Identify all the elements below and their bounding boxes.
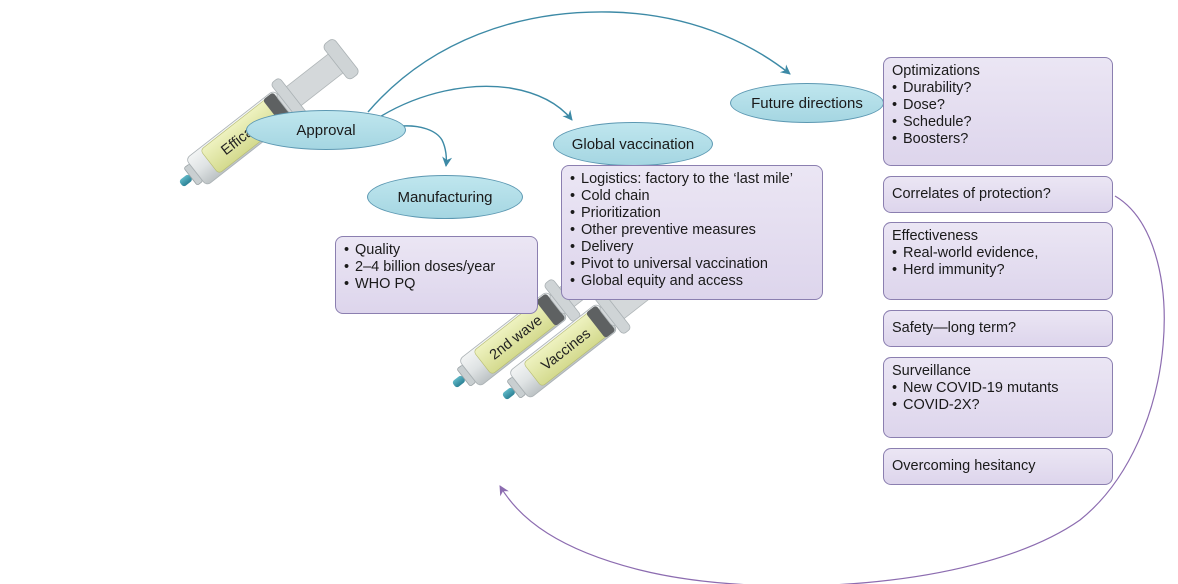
correlates-label: Correlates of protection?: [892, 186, 1051, 202]
list-item: Pivot to universal vaccination: [570, 256, 814, 273]
list-item: WHO PQ: [344, 276, 529, 293]
list-item: Real-world evidence,: [892, 245, 1104, 262]
list-item: Other preventive measures: [570, 222, 814, 239]
surveillance-box: Surveillance New COVID-19 mutants COVID-…: [883, 357, 1113, 438]
correlates-box: Correlates of protection?: [883, 176, 1113, 213]
safety-label: Safety—long term?: [892, 320, 1017, 336]
list-item: Quality: [344, 242, 529, 259]
node-global-vaccination: Global vaccination: [553, 122, 713, 166]
manufacturing-details-box: Quality 2–4 billion doses/year WHO PQ: [335, 236, 538, 314]
hesitancy-box: Overcoming hesitancy: [883, 448, 1113, 485]
list-item: Dose?: [892, 97, 1104, 114]
node-future-directions-label: Future directions: [751, 94, 863, 112]
effectiveness-list: Real-world evidence, Herd immunity?: [892, 245, 1104, 279]
manufacturing-list: Quality 2–4 billion doses/year WHO PQ: [344, 242, 529, 293]
hesitancy-label: Overcoming hesitancy: [892, 458, 1036, 474]
arrow-approval-to-manufacturing: [401, 125, 453, 167]
list-item: Prioritization: [570, 205, 814, 222]
effectiveness-box: Effectiveness Real-world evidence, Herd …: [883, 222, 1113, 300]
list-item: COVID-2X?: [892, 397, 1104, 414]
list-item: New COVID-19 mutants: [892, 380, 1104, 397]
list-item: Boosters?: [892, 131, 1104, 148]
node-manufacturing-label: Manufacturing: [397, 188, 493, 206]
global-vaccination-details-box: Logistics: factory to the ‘last mile’ Co…: [561, 165, 823, 300]
node-approval: Approval: [246, 110, 406, 150]
node-global-vaccination-label: Global vaccination: [571, 135, 695, 153]
list-item: Schedule?: [892, 114, 1104, 131]
list-item: Global equity and access: [570, 273, 814, 290]
global-vaccination-list: Logistics: factory to the ‘last mile’ Co…: [570, 171, 814, 290]
surveillance-title: Surveillance: [892, 363, 971, 379]
node-future-directions: Future directions: [730, 83, 884, 123]
list-item: Herd immunity?: [892, 262, 1104, 279]
optimizations-title: Optimizations: [892, 63, 980, 79]
arrow-approval-to-global: [377, 85, 573, 121]
list-item: 2–4 billion doses/year: [344, 259, 529, 276]
list-item: Durability?: [892, 80, 1104, 97]
safety-box: Safety—long term?: [883, 310, 1113, 347]
arrow-correlates-loop-back: [499, 195, 1165, 584]
surveillance-list: New COVID-19 mutants COVID-2X?: [892, 380, 1104, 414]
effectiveness-title: Effectiveness: [892, 228, 978, 244]
optimizations-list: Durability? Dose? Schedule? Boosters?: [892, 80, 1104, 148]
list-item: Delivery: [570, 239, 814, 256]
list-item: Logistics: factory to the ‘last mile’: [570, 171, 814, 188]
list-item: Cold chain: [570, 188, 814, 205]
arrow-approval-to-future: [367, 11, 791, 113]
node-approval-label: Approval: [296, 121, 356, 139]
node-manufacturing: Manufacturing: [367, 175, 523, 219]
optimizations-box: Optimizations Durability? Dose? Schedule…: [883, 57, 1113, 166]
